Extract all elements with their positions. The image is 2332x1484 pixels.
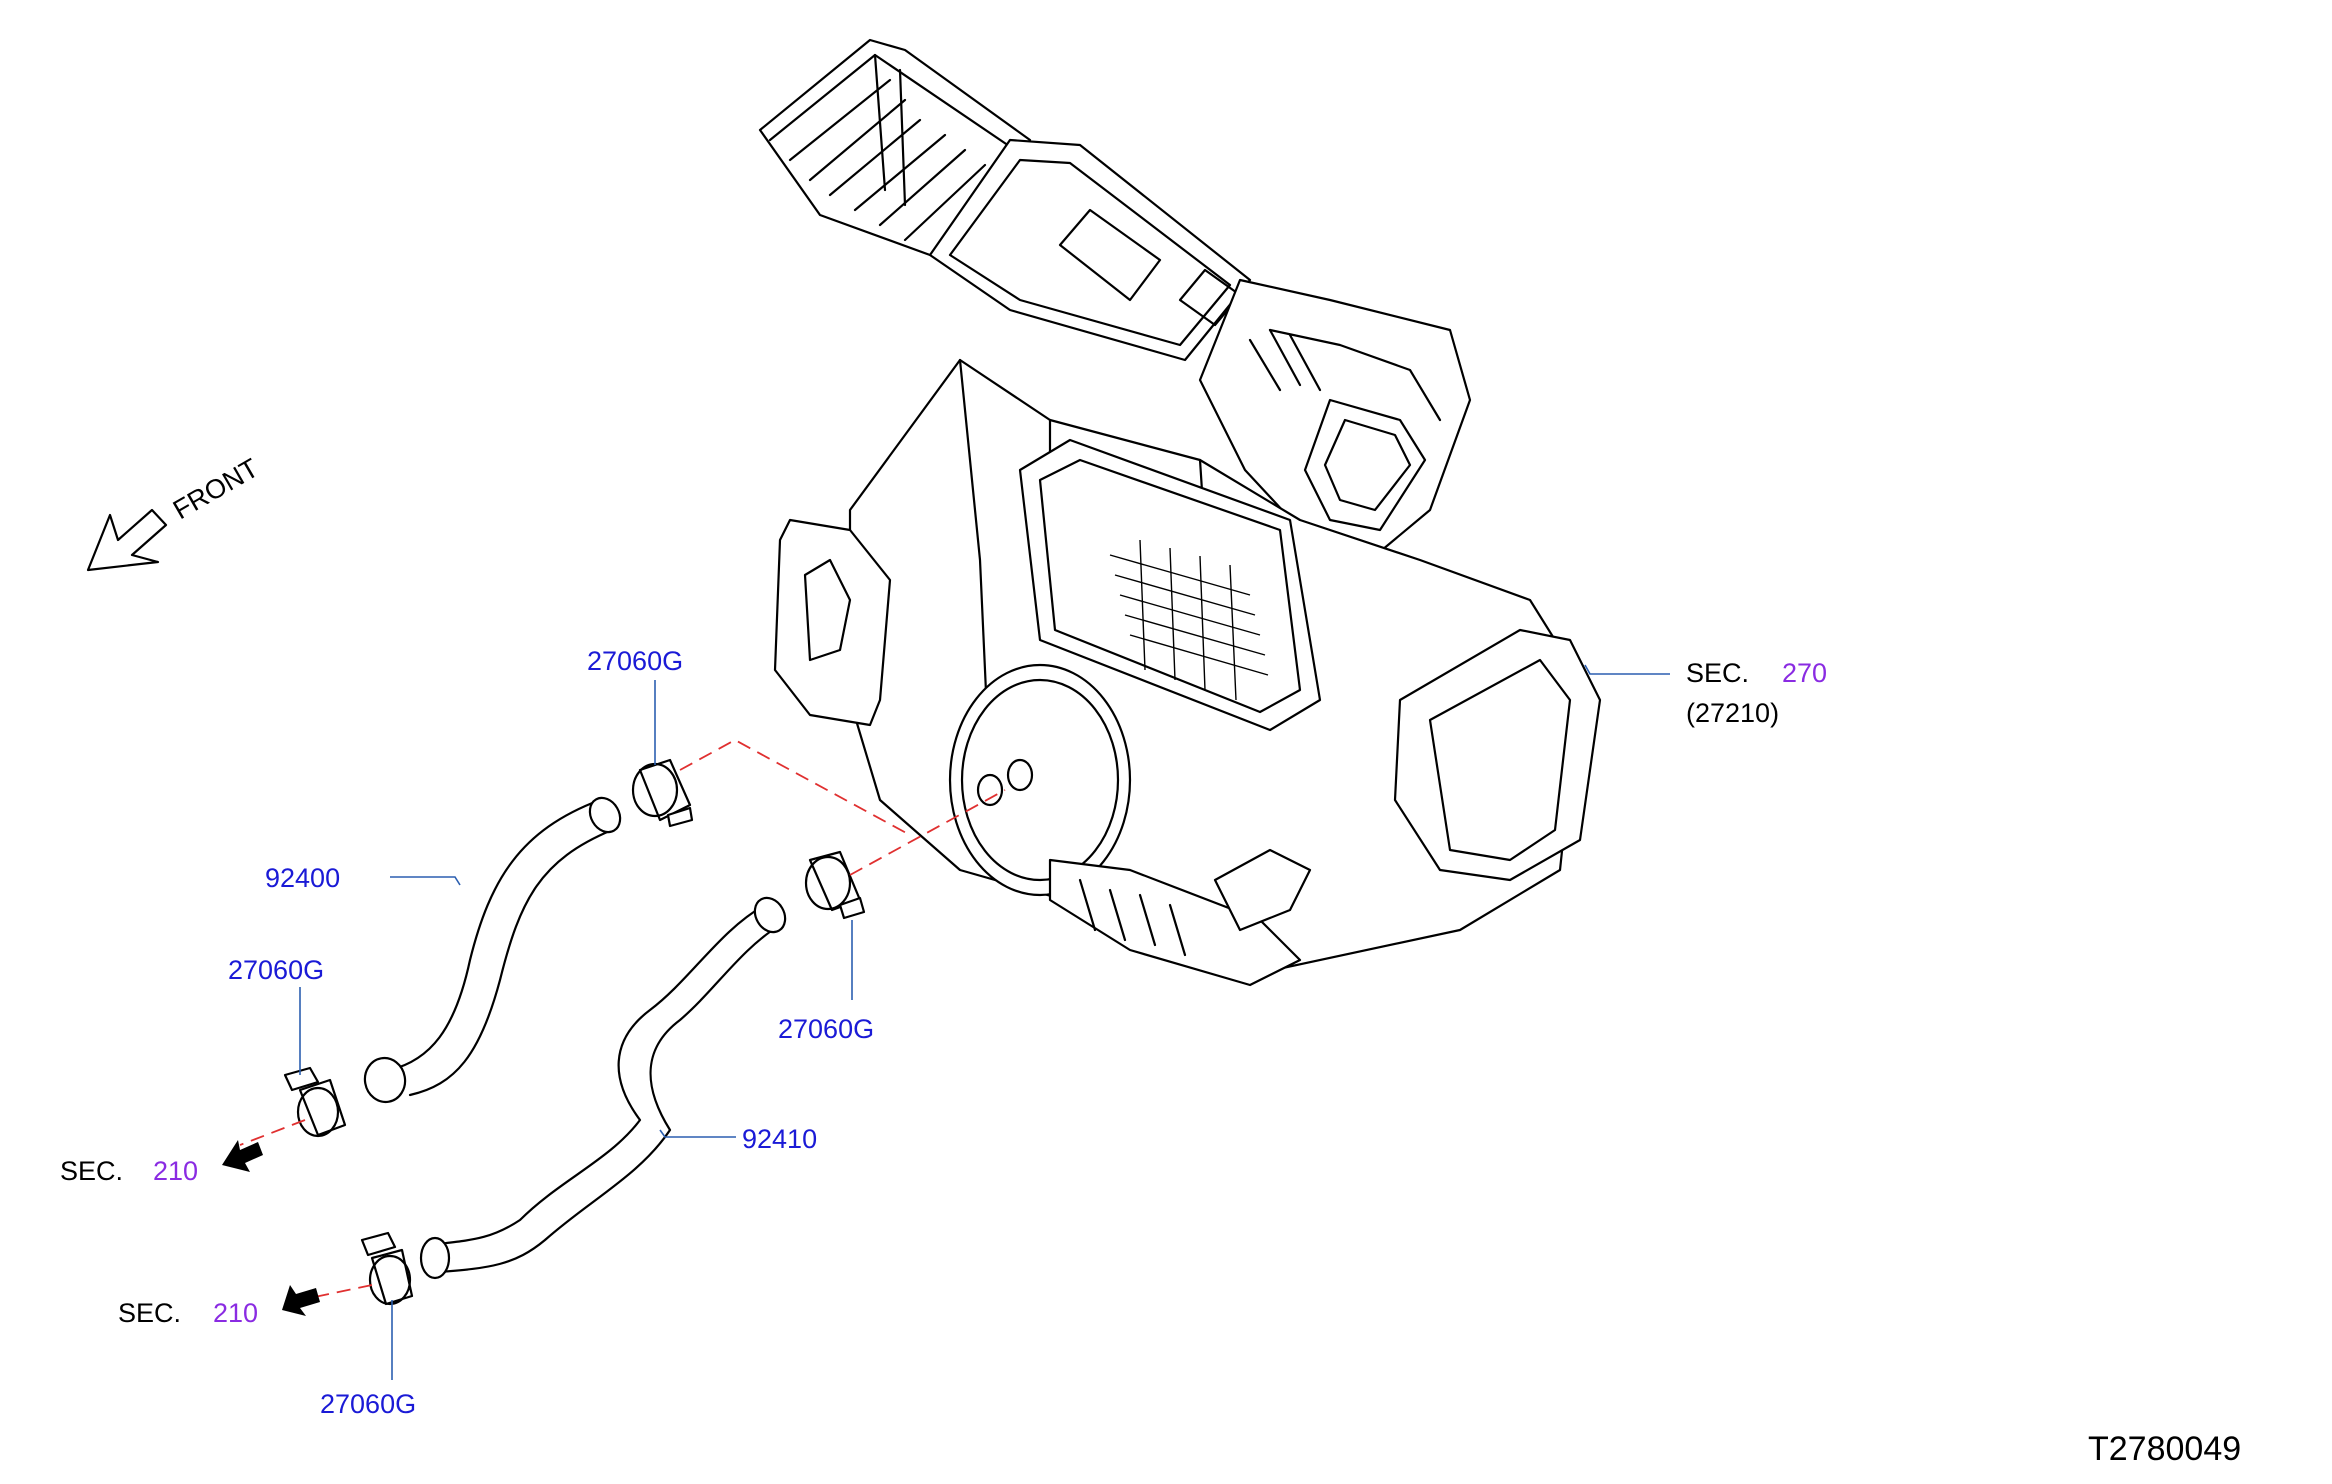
hose-92400 xyxy=(363,796,622,1104)
part-label-clamp-left: 27060G xyxy=(228,955,324,985)
hose-92410 xyxy=(419,896,787,1280)
front-arrow-icon xyxy=(86,508,168,572)
dashed-path-bottom xyxy=(299,1284,373,1301)
arrow-to-sec-210-lower xyxy=(282,1285,320,1316)
part-label-hose-upper: 92400 xyxy=(265,863,340,893)
part-label-clamp-bottom: 27060G xyxy=(320,1389,416,1419)
sec-210-upper-number: 210 xyxy=(153,1156,198,1186)
part-label-hose-lower: 92410 xyxy=(742,1124,817,1154)
sec-210-lower-number: 210 xyxy=(213,1298,258,1328)
clamp-bottom xyxy=(360,1231,414,1306)
sec-270-sub: (27210) xyxy=(1686,698,1779,728)
part-label-clamp-mid-right: 27060G xyxy=(778,1014,874,1044)
sec-210-lower-prefix: SEC. xyxy=(118,1298,181,1328)
dashed-path-left xyxy=(239,1119,306,1146)
sec-270-number: 270 xyxy=(1782,658,1827,688)
clamp-mid-right xyxy=(804,850,866,920)
arrow-to-sec-210-upper xyxy=(222,1140,263,1172)
dashed-path-mid xyxy=(849,789,1006,876)
leader-lines xyxy=(299,664,1670,1380)
heater-unit-assembly xyxy=(758,38,1602,987)
clamp-top xyxy=(631,758,694,828)
front-label: FRONT xyxy=(168,453,264,525)
clamp-left xyxy=(283,1066,347,1138)
part-label-clamp-top: 27060G xyxy=(587,646,683,676)
sec-270-prefix: SEC. xyxy=(1686,658,1749,688)
diagram-id: T2780049 xyxy=(2088,1430,2241,1468)
sec-210-upper-prefix: SEC. xyxy=(60,1156,123,1186)
